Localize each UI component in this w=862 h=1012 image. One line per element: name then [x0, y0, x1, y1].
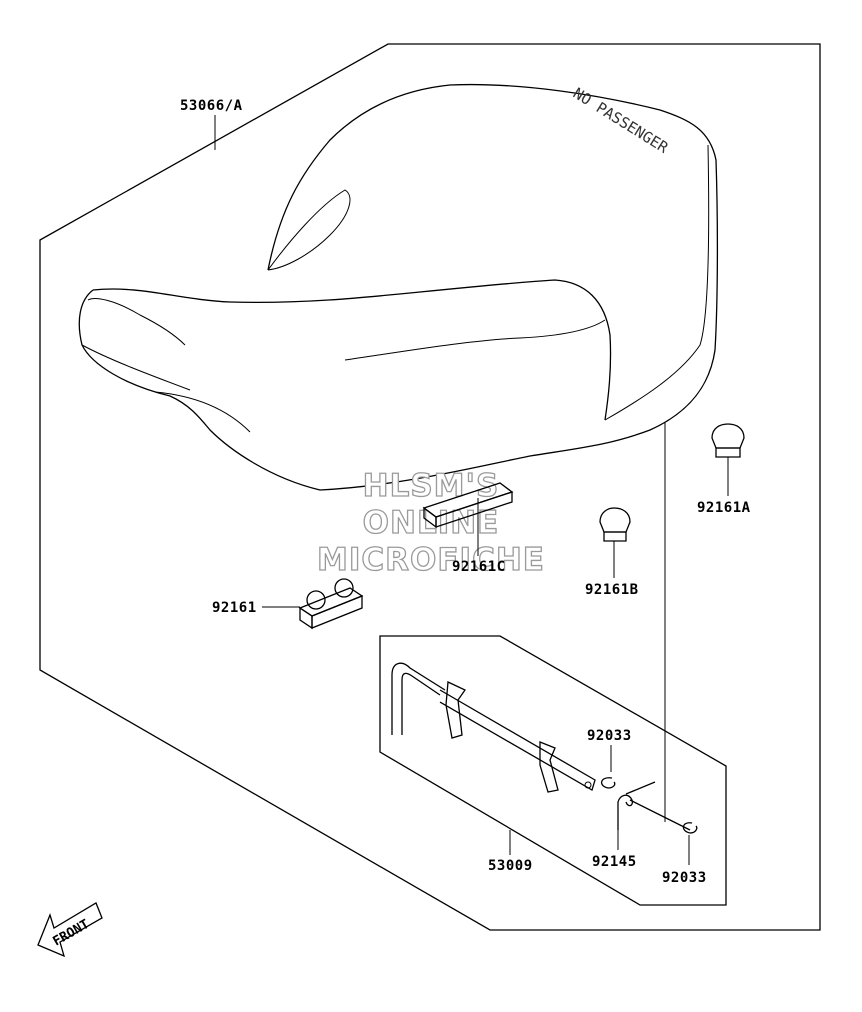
front-arrow-label: FRONT	[51, 917, 93, 950]
part-label-seat: 53066/A	[180, 98, 243, 114]
lock-rod-drawing	[391, 662, 596, 793]
part-label-lock-assembly: 53009	[488, 858, 533, 874]
part-label-circlip-lower: 92033	[662, 870, 707, 886]
assembly-frame	[39, 43, 821, 931]
part-label-stopper: 92161	[212, 600, 257, 616]
stopper-c-drawing	[422, 482, 514, 556]
part-label-stopper-a: 92161A	[697, 500, 751, 516]
circlip-lower-drawing	[682, 822, 698, 865]
front-arrow-icon: FRONT	[37, 902, 103, 958]
watermark-line-3: MICROFICHE	[317, 542, 545, 578]
seat-drawing	[78, 83, 719, 491]
part-label-stopper-c: 92161C	[452, 559, 506, 575]
watermark-line-1: HLSM'S	[363, 468, 500, 504]
circlip-upper-drawing	[601, 745, 616, 789]
lock-assembly-frame	[379, 635, 727, 906]
spring-drawing	[617, 781, 691, 850]
watermark: HLSM'S ONLINE MICROFICHE	[316, 467, 545, 578]
stopper-a-drawing	[711, 423, 745, 496]
stopper-b-drawing	[599, 507, 631, 578]
part-label-spring: 92145	[592, 854, 637, 870]
part-label-circlip-upper: 92033	[587, 728, 632, 744]
seat-marking: NO PASSENGER	[570, 84, 672, 157]
stopper-drawing	[262, 578, 364, 630]
part-label-stopper-b: 92161B	[585, 582, 639, 598]
